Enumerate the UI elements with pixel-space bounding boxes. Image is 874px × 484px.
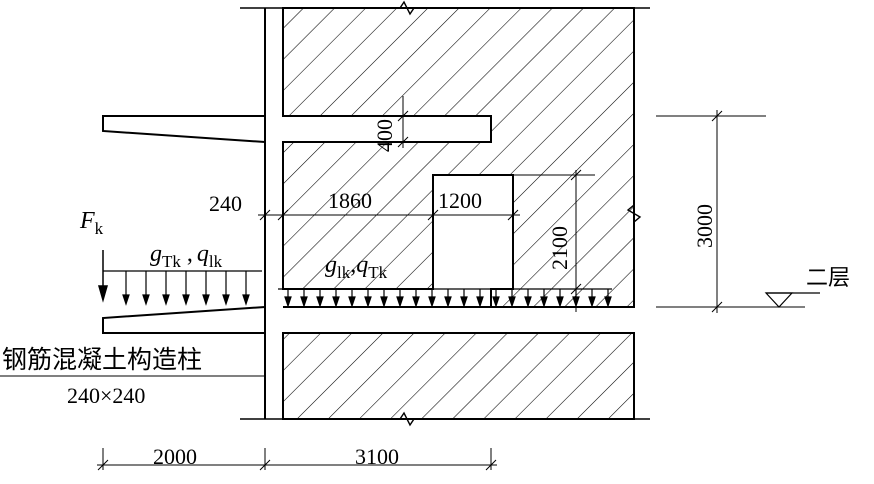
- beam-load-arrow-head: [476, 296, 484, 308]
- beam-load-arrow-head: [332, 296, 340, 308]
- cantilever-load-arrow-head: [142, 294, 150, 306]
- beam-load-arrow-head: [556, 296, 564, 308]
- dim-bay-span-label: 3100: [355, 444, 399, 469]
- beam-distributed-load: [278, 288, 612, 308]
- beam-load-arrow-head: [444, 296, 452, 308]
- beam-load-arrow-head: [588, 296, 596, 308]
- beam-load-arrow-head: [284, 296, 292, 308]
- point-load-label: Fk: [79, 208, 104, 238]
- cantilever-load-arrow-head: [222, 294, 230, 306]
- cantilever-distributed-load: [103, 270, 262, 306]
- break-mark-top: [240, 0, 650, 16]
- level-marker-icon: [764, 292, 820, 308]
- beam-load-arrow-head: [428, 296, 436, 308]
- beam-load-arrow-head: [508, 296, 516, 308]
- dim-bottom-spans: [97, 448, 497, 471]
- cantilever-load-label: gTk ,qlk: [150, 241, 223, 271]
- cantilever-load-arrow-head: [202, 294, 210, 306]
- break-mark-bottom: [240, 411, 650, 427]
- dim-opening-height-label: 2100: [547, 226, 572, 270]
- beam-load-arrow-head: [412, 296, 420, 308]
- dim-cantilever-span-label: 2000: [153, 444, 197, 469]
- beam-load-label: glk,qTk: [325, 252, 388, 282]
- cantilever-load-arrow-head: [122, 294, 130, 306]
- beam-load-arrow-head: [492, 296, 500, 308]
- beam-load-arrow-head: [364, 296, 372, 308]
- beam-load-arrow-head: [540, 296, 548, 308]
- dim-opening-width-label: 1200: [438, 188, 482, 213]
- dim-ledge-thickness-label: 400: [372, 119, 397, 152]
- dim-opening-height: [513, 169, 595, 312]
- point-load-arrow: [98, 250, 108, 303]
- floor-slab: [102, 306, 491, 334]
- beam-load-arrow-head: [524, 296, 532, 308]
- dim-storey-height: [656, 110, 805, 313]
- floor-level-label: 二层: [806, 266, 850, 291]
- cantilever-load-arrow-head: [242, 294, 250, 306]
- masonry-wall-lower: [282, 332, 635, 420]
- dim-ledge-thickness: [397, 96, 409, 148]
- beam-load-arrow-head: [300, 296, 308, 308]
- dim-chain-horizontal: [258, 178, 520, 222]
- dim-storey-height-label: 3000: [692, 204, 717, 248]
- beam-load-arrow-head: [460, 296, 468, 308]
- dim-column-width-label: 240: [209, 191, 242, 216]
- cantilever-load-arrow-head: [162, 294, 170, 306]
- beam-load-arrow-head: [396, 296, 404, 308]
- beam-load-arrow-head: [316, 296, 324, 308]
- masonry-wall-upper: [282, 7, 635, 308]
- break-mark-right: [626, 204, 642, 223]
- cantilever-load-arrow-head: [182, 294, 190, 306]
- upper-cantilever-slab: [102, 115, 266, 143]
- dim-wall-segment-label: 1860: [328, 188, 372, 213]
- beam-load-arrow-head: [348, 296, 356, 308]
- beam-load-arrow-head: [380, 296, 388, 308]
- beam-load-arrow-head: [604, 296, 612, 308]
- column-size-label: 240×240: [67, 383, 145, 408]
- column-name-label: 钢筋混凝土构造柱: [2, 345, 202, 374]
